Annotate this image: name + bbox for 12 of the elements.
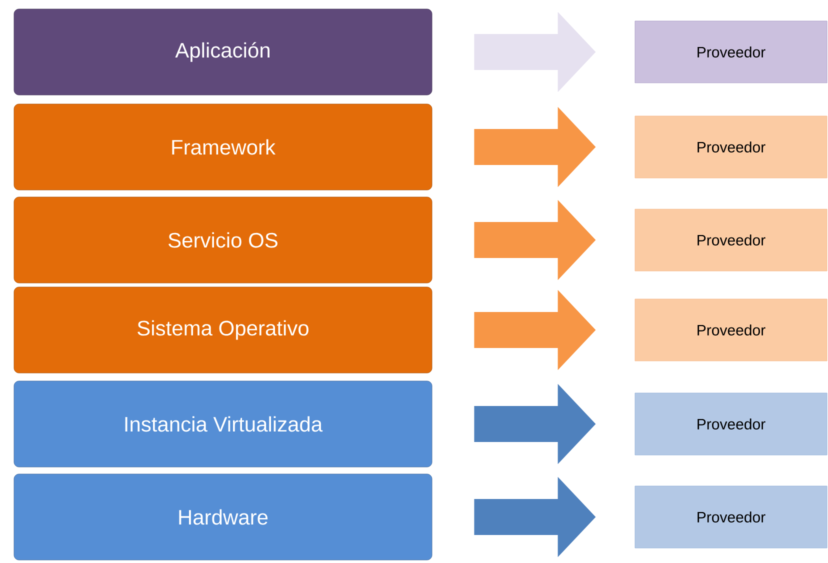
layer-box: Instancia Virtualizada: [14, 380, 432, 468]
provider-box: Proveedor: [634, 392, 828, 456]
provider-box: Proveedor: [634, 298, 828, 362]
layer-box: Hardware: [14, 474, 432, 560]
provider-box: Proveedor: [634, 208, 828, 272]
layer-box: Sistema Operativo: [14, 286, 432, 374]
provider-box: Proveedor: [634, 116, 828, 178]
provider-box: Proveedor: [634, 20, 828, 84]
layer-box: Aplicación: [14, 8, 432, 96]
provider-box: Proveedor: [634, 486, 828, 548]
layer-box: Framework: [14, 104, 432, 190]
layer-box: Servicio OS: [14, 196, 432, 284]
